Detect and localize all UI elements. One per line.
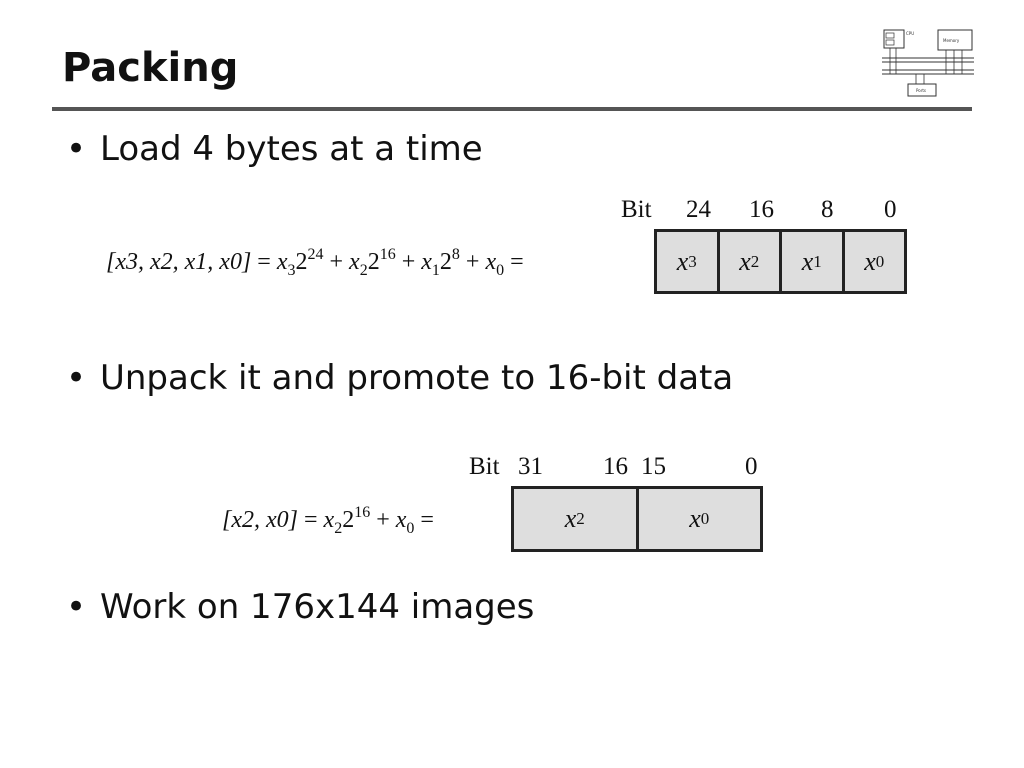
bit-caption: Bit (469, 453, 500, 480)
bit-number: 16 (603, 453, 628, 480)
logo-cpu-label: CPU (906, 31, 914, 36)
equation-equals: = (303, 507, 318, 533)
logo-memory-label: Memory (943, 38, 960, 43)
equation-operator: = (420, 507, 434, 533)
bullet-dot: • (66, 129, 87, 169)
bullet-text: Unpack it and promote to 16-bit data (100, 358, 734, 398)
bit-number: 0 (745, 453, 758, 480)
computer-architecture-diagram-icon: CPU Memory Ports (882, 29, 974, 97)
equation-operator: + (376, 507, 390, 533)
equation-lhs: [x3, x2, x1, x0] (106, 249, 252, 275)
equation-operator: + (329, 249, 344, 275)
bullet-item: • Unpack it and promote to 16-bit data (66, 356, 733, 400)
equation-operator: + (465, 249, 480, 275)
equation-term: x2216 (323, 504, 371, 537)
bit-number: 8 (821, 196, 834, 223)
bullet-item: • Work on 176x144 images (66, 585, 534, 629)
bit-number: 0 (884, 196, 897, 223)
unpack-equation: [x2, x0] = x2216 + x0 = (222, 504, 434, 537)
bullet-text: Work on 176x144 images (100, 587, 535, 627)
equation-term: x0 (485, 249, 505, 279)
bit-caption: Bit (621, 196, 652, 223)
bullet-item: • Load 4 bytes at a time (66, 127, 483, 171)
equation-operator: + (401, 249, 416, 275)
equation-term: x0 (395, 507, 415, 537)
equation-term: x2216 (349, 246, 396, 279)
equation-term: x3224 (276, 246, 324, 279)
equation-lhs: [x2, x0] (222, 507, 298, 533)
bullet-text: Load 4 bytes at a time (100, 129, 483, 169)
title-divider (52, 107, 972, 111)
bit-number: 15 (641, 453, 666, 480)
packing-equation: [x3, x2, x1, x0] = x3224 + x2216 + x128 … (106, 246, 524, 279)
bit-number: 24 (686, 196, 711, 223)
equation-equals: = (257, 249, 271, 275)
bit-number: 31 (518, 453, 543, 480)
logo-ports-label: Ports (916, 88, 926, 93)
bullet-dot: • (66, 358, 87, 398)
slide-title: Packing (62, 45, 239, 91)
bit-number: 16 (749, 196, 774, 223)
equation-term: x128 (421, 246, 460, 279)
equation-operator: = (510, 249, 524, 275)
bullet-dot: • (66, 587, 87, 627)
